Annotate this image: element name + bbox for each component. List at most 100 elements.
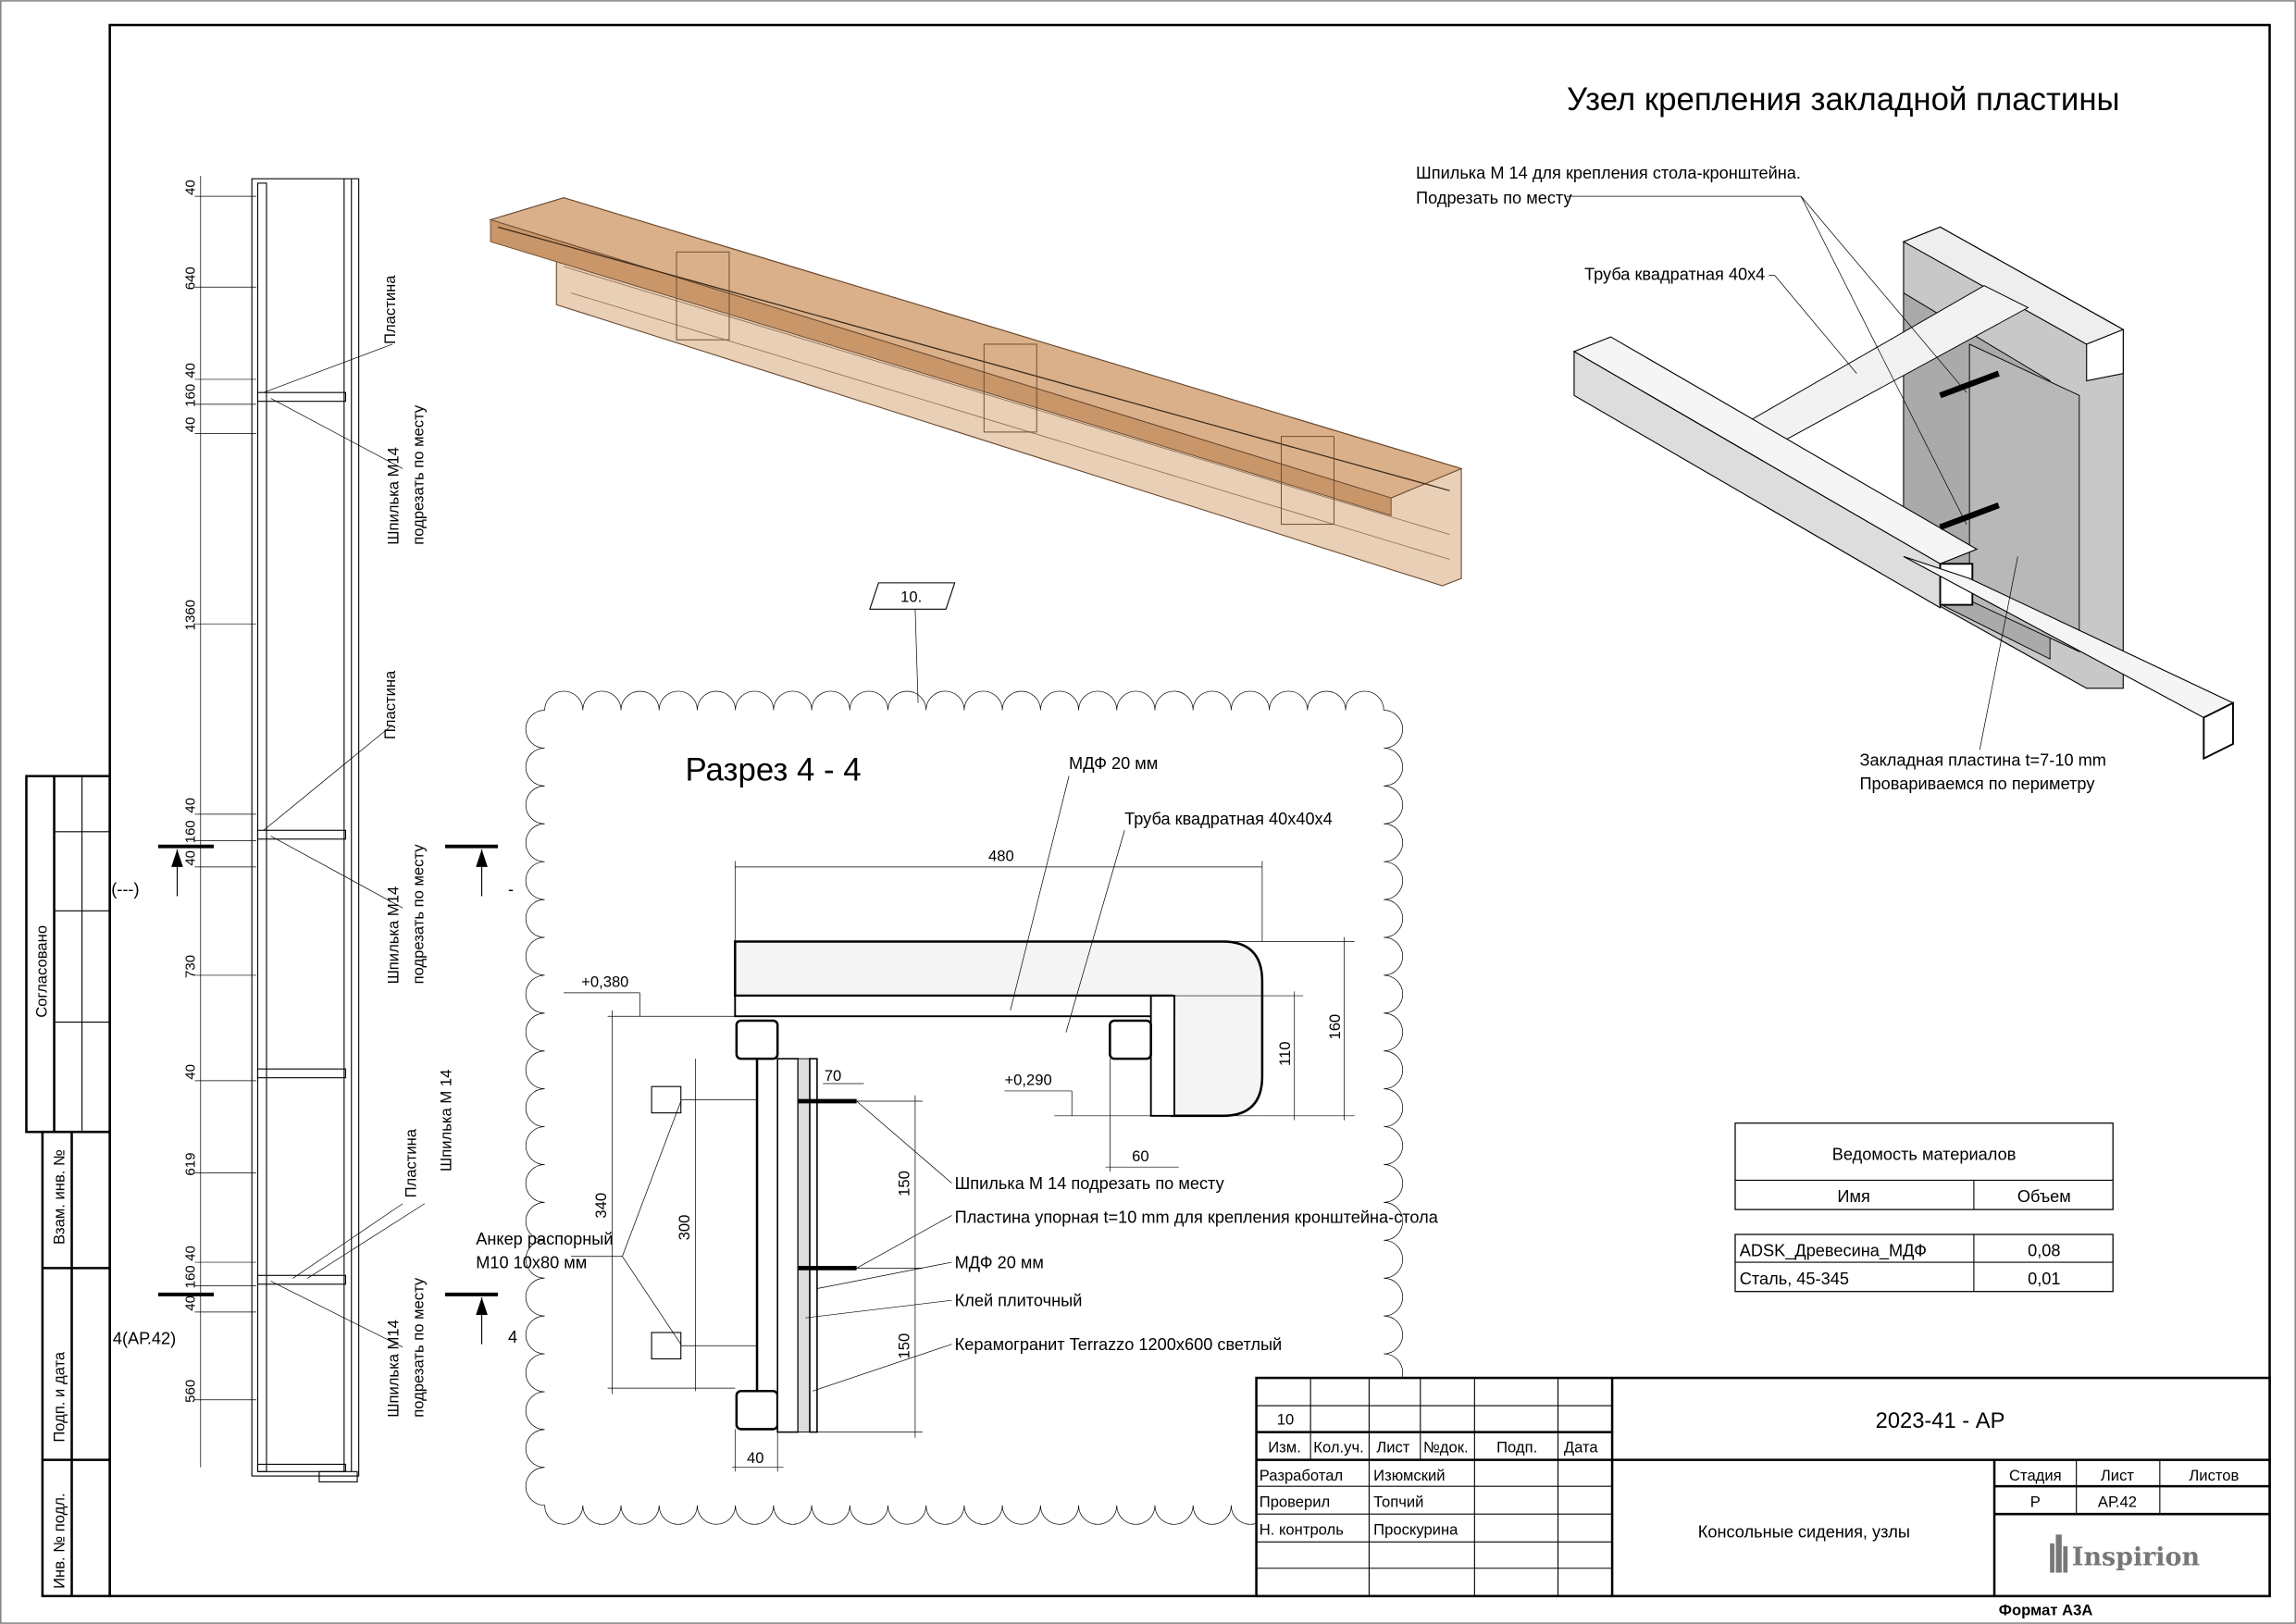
tb-person: Топчий [1373, 1493, 1423, 1510]
tb-role: Н. контроль [1260, 1520, 1344, 1538]
label-plate-iso-1: Закладная пластина t=7-10 mm [1859, 751, 2105, 770]
materials-title: Ведомость материалов [1832, 1145, 2017, 1163]
label-anchor-1: Анкер распорный [476, 1230, 613, 1248]
tb-sheet-label: Лист [2101, 1467, 2134, 1484]
elevation-view [157, 176, 498, 1482]
tb-rev-value: 10 [1277, 1411, 1294, 1429]
label-plate-iso-2: Провариваемся по периметру [1859, 775, 2095, 793]
label-mdf-top: МДФ 20 мм [1069, 754, 1158, 773]
tb-code: 2023-41 - АР [1876, 1409, 2005, 1433]
tb-header: Дата [1564, 1439, 1599, 1457]
materials-col-volume: Объем [2017, 1187, 2071, 1206]
sheet-title: Узел крепления закладной пластины [1567, 81, 2120, 118]
tb-header: Подп. [1496, 1439, 1537, 1457]
section-drawing [564, 775, 1355, 1472]
stamp-inv-orig: Инв. № подл. [51, 1493, 68, 1588]
tb-sheet-name: Консольные сидения, узлы [1698, 1523, 1910, 1542]
elevation-label-stud-2a: Шпилька М14 [384, 886, 402, 985]
elevation-label-stud-2b: подрезать по месту [409, 844, 427, 985]
dim-spacing-upper: 150 [896, 1171, 913, 1196]
dim-height-inner: 110 [1276, 1042, 1294, 1066]
tb-person: Проскурина [1373, 1520, 1458, 1538]
elevation-dim-label: 40 [182, 1295, 198, 1311]
materials-table [1734, 1122, 2114, 1293]
sheet-format: Формат А3А [1999, 1601, 2093, 1618]
tb-sheet: АР.42 [2098, 1493, 2137, 1510]
iso-bench-view [489, 197, 1463, 587]
section-mark-upper-num: - [508, 880, 514, 899]
tb-header: Лист [1376, 1439, 1409, 1457]
label-stud: Шпилька М 14 подрезать по месту [955, 1174, 1225, 1193]
materials-row-volume: 0,08 [2028, 1242, 2060, 1260]
section-mark-upper-ref: (---) [111, 880, 139, 899]
level-bottom: +0,290 [1004, 1072, 1051, 1089]
dim-spacing-lower: 150 [896, 1333, 913, 1359]
elevation-label-stud-4b: подрезать по месту [409, 1277, 427, 1418]
materials-col-name: Имя [1837, 1187, 1869, 1206]
label-stud-iso-2: Подрезать по месту [1416, 189, 1572, 207]
dim-tube-width: 40 [747, 1449, 763, 1467]
label-stud-iso-1: Шпилька М 14 для крепления стола-кронште… [1416, 164, 1801, 182]
elevation-dim-label: 640 [182, 267, 198, 290]
elevation-dim-label: 40 [182, 1246, 198, 1261]
elevation-label-stud-4a: Шпилька М14 [384, 1320, 402, 1418]
elevation-label-stud-3: Шпилька М 14 [437, 1070, 454, 1172]
tb-sheets-label: Листов [2189, 1467, 2239, 1484]
svg-text:10.: 10. [900, 588, 922, 605]
elevation-dim-label: 730 [182, 955, 198, 978]
label-glue: Клей плиточный [955, 1292, 1083, 1310]
elevation-dim-label: 40 [182, 363, 198, 378]
tb-header: Изм. [1268, 1439, 1301, 1457]
dim-anchor-inner: 300 [676, 1215, 693, 1241]
elevation-dim-label: 40 [182, 417, 198, 433]
section-mark-lower-num: 4 [508, 1328, 517, 1346]
materials-row-volume: 0,01 [2028, 1270, 2060, 1288]
label-tube: Труба квадратная 40х40х4 [1124, 810, 1333, 828]
elevation-label-plate-3: Пластина [402, 1128, 419, 1197]
iso-node-view [1567, 195, 2235, 761]
elevation-dim-label: 40 [182, 1064, 198, 1080]
tb-header: №док. [1423, 1439, 1469, 1457]
elevation-dim-label: 560 [182, 1380, 198, 1403]
section-title: Разрез 4 - 4 [686, 751, 862, 787]
svg-text:Inspirion: Inspirion [2072, 1543, 2200, 1572]
stamp-agreed: Согласовано [33, 925, 51, 1018]
label-mdf: МДФ 20 мм [955, 1253, 1044, 1271]
elevation-dim-label: 160 [182, 384, 198, 407]
tb-header: Кол.уч. [1313, 1439, 1363, 1457]
elevation-dim-label: 160 [182, 1265, 198, 1288]
section-mark-lower-ref: 4(АР.42) [113, 1330, 176, 1348]
materials-row-name: ADSK_Древесина_МДФ [1740, 1242, 1927, 1261]
elevation-label-plate-2: Пластина [381, 670, 399, 739]
level-top: +0,380 [581, 973, 628, 991]
materials-row-name: Сталь, 45-345 [1740, 1270, 1849, 1288]
elevation-label-plate-1: Пластина [381, 275, 399, 344]
label-plate: Пластина упорная t=10 mm для крепления к… [955, 1208, 1439, 1226]
tb-role: Разработал [1260, 1467, 1343, 1484]
elevation-dim-label: 160 [182, 820, 198, 843]
elevation-dim-label: 40 [182, 798, 198, 813]
tb-stage-label: Стадия [2009, 1467, 2062, 1484]
label-tube-iso: Труба квадратная 40х4 [1584, 265, 1765, 283]
stamp-replace-inv: Взам. инв. № [51, 1149, 68, 1245]
elevation-label-stud-1a: Шпилька М14 [384, 447, 402, 545]
tb-person: Изюмский [1373, 1467, 1445, 1484]
dim-anchor-span: 340 [592, 1193, 610, 1219]
dim-edge: 60 [1132, 1147, 1148, 1165]
elevation-dim-label: 40 [182, 850, 198, 866]
elevation-dim-label: 1360 [182, 600, 198, 630]
inspirion-logo: Inspirion [2050, 1534, 2200, 1573]
label-tile: Керамогранит Terrazzo 1200х600 светлый [955, 1335, 1283, 1354]
elevation-label-stud-1b: подрезать по месту [409, 404, 427, 545]
dim-offset: 70 [825, 1067, 841, 1085]
dim-width: 480 [988, 848, 1014, 865]
tb-stage: Р [2030, 1493, 2041, 1510]
label-anchor-2: М10 10х80 мм [476, 1253, 587, 1271]
view-tag: 10. [869, 582, 956, 703]
tb-role: Проверил [1260, 1493, 1331, 1510]
stamp-sign-date: Подп. и дата [51, 1351, 68, 1443]
elevation-dim-label: 40 [182, 180, 198, 195]
dim-height-total: 160 [1326, 1014, 1344, 1040]
elevation-dim-label: 619 [182, 1153, 198, 1176]
